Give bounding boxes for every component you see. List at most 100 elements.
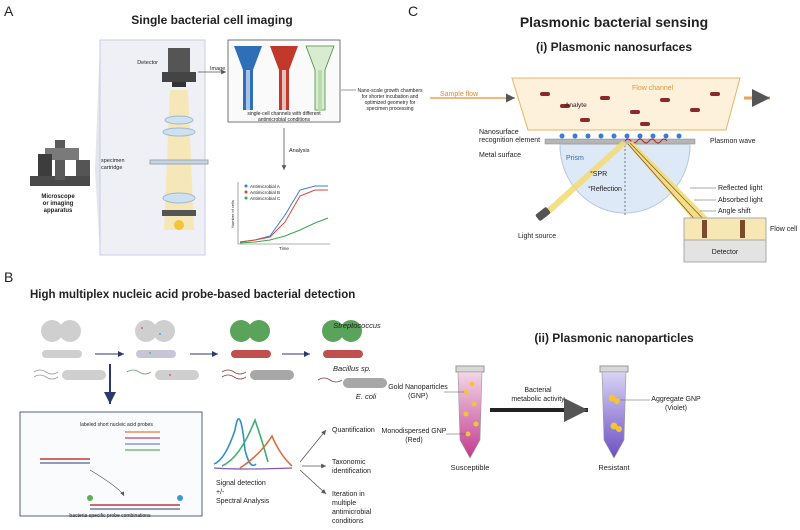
ecoli-label: E. coli (356, 392, 377, 401)
susceptible-label: Susceptible (451, 463, 490, 472)
spectral-peaks (213, 417, 293, 470)
specimen-cartridge-shape (149, 159, 209, 165)
image-label: Image (210, 66, 225, 72)
mono-label-2: (Red) (405, 437, 423, 444)
streptococcus-label: Streptococcus (333, 321, 381, 330)
reflection-label: °Reflection (588, 185, 622, 193)
signal-label-1: Signal detection (216, 480, 266, 487)
flow-cell-channel-1 (702, 220, 707, 238)
iteration-label-3: antimicrobial (332, 509, 372, 516)
taxonomic-label-2: identification (332, 468, 371, 475)
probe-strands (40, 431, 183, 510)
panel-a-letter: A (4, 3, 14, 19)
combinations-label: bacteria-specific probe combinations (69, 513, 151, 519)
chart-xlabel: Time (279, 246, 289, 251)
microscope-label-3: apparatus (44, 208, 73, 214)
panel-c-sub2: (ii) Plasmonic nanoparticles (534, 331, 694, 345)
flow-cell-label: Flow cell (770, 226, 798, 233)
note-line-4: specimen processing (367, 106, 414, 112)
mono-label-1: Monodispersed GNP (382, 428, 447, 435)
iteration-label-4: conditions (332, 518, 364, 525)
probes-label: labeled short nucleic acid probes (80, 422, 153, 428)
angle-shift-label: Angle shift (718, 208, 751, 215)
shifted-ray (627, 143, 707, 233)
light-bulb-icon (174, 220, 184, 230)
prism-label: Prism (566, 155, 584, 162)
chambers-caption-2: antimicrobial conditions (258, 117, 310, 123)
signal-label-2: +/- (216, 489, 225, 496)
bacterial-label-1: Bacterial (524, 387, 552, 394)
arrow-iteration (299, 469, 327, 495)
panel-c: C Plasmonic bacterial sensing (i) Plasmo… (382, 3, 798, 472)
shifted-ray-2 (629, 142, 715, 231)
quantification-label: Quantification (332, 427, 375, 434)
panel-b-title: High multiplex nucleic acid probe-based … (30, 289, 355, 301)
specimen-label-1: specimen (101, 158, 125, 164)
condenser-lens (162, 192, 196, 204)
taxonomic-label-1: Taxonomic (332, 459, 366, 466)
series-c-line (239, 217, 329, 244)
note-line-2: for shorter incubation and (362, 94, 419, 100)
objective-lens-2 (162, 127, 196, 137)
iteration-label-1: Iteration in (332, 491, 365, 498)
legend-c: Antimicrobial C (250, 196, 281, 201)
resistant-tube (599, 365, 629, 459)
nanosurface-label-1: Nanosurface (479, 129, 519, 136)
bacteria-stage-3 (221, 320, 294, 380)
analyte-bacteria (540, 92, 720, 126)
stage (162, 210, 196, 216)
note-line-3: optimized geometry for (365, 100, 416, 106)
growth-chambers (234, 45, 335, 111)
bacteria-stage-4 (317, 320, 387, 388)
microscope-label-2: or imaging (43, 201, 74, 207)
iteration-label-2: multiple (332, 500, 356, 507)
note-line-1: Nano-scale growth chambers (357, 88, 423, 94)
plasmon-wave-label: Plasmon wave (710, 138, 756, 145)
recognition-elements (559, 133, 682, 139)
panel-c-letter: C (408, 3, 418, 19)
panel-b: B High multiplex nucleic acid probe-base… (4, 269, 387, 525)
reflected-light-label: Reflected light (718, 185, 762, 192)
flow-cell (683, 217, 767, 241)
arrow-quant (299, 429, 327, 463)
incident-beam (545, 141, 627, 214)
objective-lens (164, 115, 194, 125)
microscope-icon (30, 140, 90, 186)
light-source-icon (535, 207, 551, 221)
spr-label: °SPR (590, 170, 607, 178)
bacteria-stage-2 (126, 320, 199, 380)
legend-a: Antimicrobial A (250, 184, 280, 189)
series-b-line (239, 189, 328, 243)
detector-label: Detector (137, 60, 158, 66)
metal-surface-label: Metal surface (479, 152, 521, 159)
probe-box (19, 411, 203, 517)
chart-ylabel: Number of cells (230, 200, 235, 228)
detector-icon (162, 48, 196, 87)
panel-b-letter: B (4, 269, 13, 285)
specimen-label-2: cartridge (101, 165, 122, 171)
hybridize-arrow (89, 469, 125, 497)
panel-c-title: Plasmonic bacterial sensing (520, 14, 708, 30)
bacteria-stage-1 (33, 320, 106, 380)
microscope-label-1: Microscope (41, 194, 75, 200)
flow-channel-label: Flow channel (632, 85, 674, 92)
panel-c-sub1: (i) Plasmonic nanosurfaces (536, 40, 692, 54)
susceptible-tube (455, 365, 485, 459)
detector-box (683, 239, 767, 263)
bacillus-label: Bacillus sp. (333, 364, 371, 373)
growth-chart (237, 182, 330, 245)
sample-flow-label: Sample flow (440, 91, 479, 98)
light-source-label: Light source (518, 233, 556, 240)
legend-b: Antimicrobial B (250, 190, 280, 195)
chambers-caption-1: single-cell channels with different (247, 111, 321, 117)
flow-channel (511, 77, 741, 131)
agg-label-2: (Violet) (665, 405, 687, 412)
gnp-label-2: (GNP) (408, 393, 428, 400)
gnp-label-1: Gold Nanoparticles (388, 384, 448, 391)
panel-a-title: Single bacterial cell imaging (131, 13, 292, 27)
zoom-wedge (95, 40, 100, 255)
signal-label-3: Spectral Analysis (216, 498, 270, 505)
detector-label-c: Detector (712, 249, 739, 256)
absorbed-light-label: Absorbed light (718, 197, 763, 204)
